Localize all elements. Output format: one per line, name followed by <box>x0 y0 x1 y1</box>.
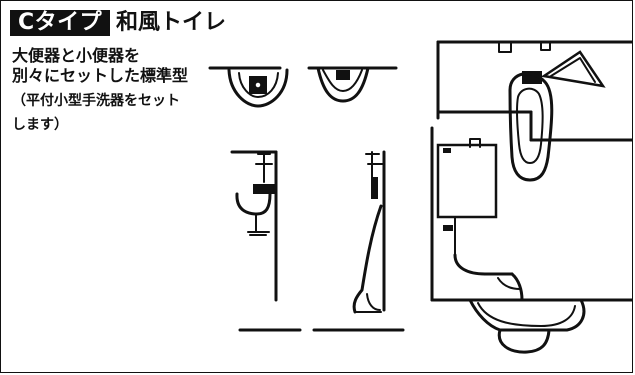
description-line-1: 大便器と小便器を <box>12 46 141 65</box>
title-text: 和風トイレ <box>116 10 227 35</box>
description-line-2: 別々にセットした標準型 <box>12 66 189 85</box>
description-block: 大便器と小便器を 別々にセットした標準型 （平付小型手洗器をセット します） <box>12 46 217 134</box>
description-note-line-2: します） <box>12 117 68 133</box>
title-badge: Cタイプ <box>10 10 111 36</box>
description-note-line-1: （平付小型手洗器をセット <box>12 93 180 109</box>
